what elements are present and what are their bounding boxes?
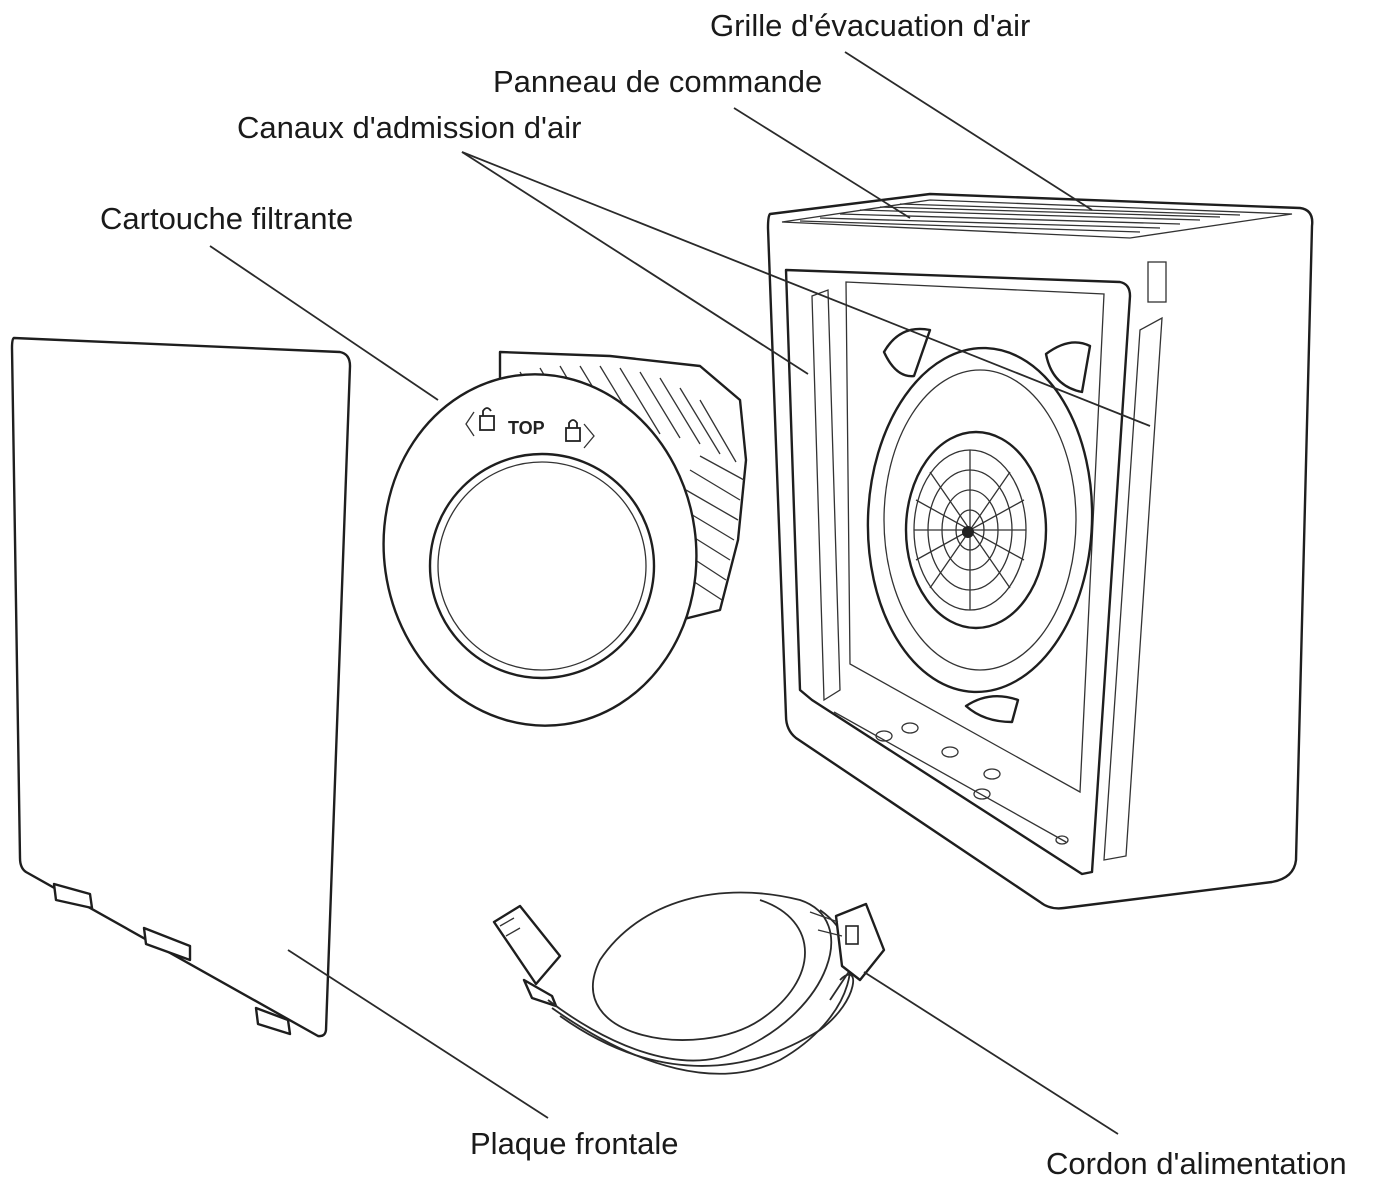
leader-panneau xyxy=(733,107,911,219)
unlock-icon xyxy=(479,407,495,431)
label-control-panel: Panneau de commande xyxy=(493,64,823,99)
filter-pleats xyxy=(519,365,745,601)
label-air-intake-channels: Canaux d'admission d'air xyxy=(237,110,582,145)
lock-icon xyxy=(565,419,581,442)
label-front-plate: Plaque frontale xyxy=(470,1126,679,1161)
power-cord xyxy=(492,891,886,1075)
purifier-body xyxy=(766,192,1314,910)
exhaust-grille-slats xyxy=(799,203,1241,233)
leader-grille xyxy=(844,51,1093,211)
label-filter-cartridge: Cartouche filtrante xyxy=(100,201,354,236)
front-plate xyxy=(10,336,352,1038)
leader-cartouche xyxy=(209,245,439,401)
leader-cordon xyxy=(863,971,1119,1135)
filter-cartridge: TOP xyxy=(382,350,748,727)
label-power-cord: Cordon d'alimentation xyxy=(1046,1146,1347,1181)
filter-top-marking: TOP xyxy=(508,418,545,438)
leader-lines xyxy=(209,51,1151,1135)
leader-canaux-2 xyxy=(461,151,1151,427)
leader-plaque xyxy=(287,949,549,1119)
leader-canaux-1 xyxy=(461,151,809,375)
label-exhaust-grille: Grille d'évacuation d'air xyxy=(710,8,1031,43)
